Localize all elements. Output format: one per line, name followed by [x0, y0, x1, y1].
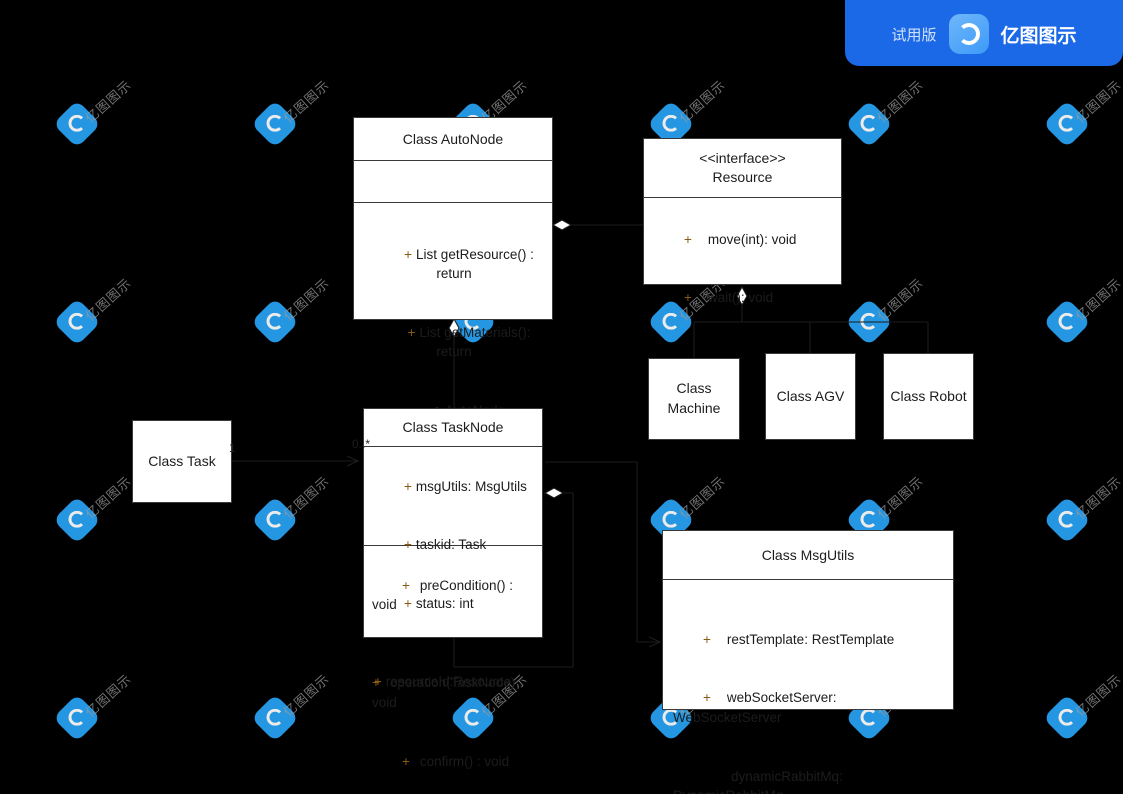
brand-name-label: 亿图图示: [1000, 24, 1077, 47]
class-operations-tasknode: +preCondition() : void +operation(TaskNo…: [364, 545, 542, 769]
operation-row: +wait(): void: [684, 290, 774, 306]
class-box-task[interactable]: Class Task: [132, 420, 232, 503]
attribute-row: dynamicRabbitMq: DynamicRabbitMq: [673, 768, 843, 794]
attribute-row: +status: int: [404, 595, 474, 611]
class-title-autonode: Class AutoNode: [402, 130, 504, 147]
connector-autonode-resource: [551, 219, 643, 231]
class-title-resource: <<interface>> Resource: [699, 150, 786, 185]
class-title-tasknode: Class TaskNode: [402, 419, 504, 436]
attribute-row: +msgUtils: MsgUtils: [404, 478, 527, 494]
connector-resource-subclasses: [693, 285, 929, 358]
class-box-tasknode[interactable]: Class TaskNode +msgUtils: MsgUtils +task…: [363, 408, 543, 769]
operation-row: +move(int): void: [684, 231, 797, 247]
operation-row: +List getMaterials(): return: [407, 324, 535, 360]
attribute-row: +resourceId:Resource: [374, 674, 512, 690]
trial-banner[interactable]: 试用版 亿图图示: [845, 0, 1123, 66]
connector-tasknode-msgutils: [545, 461, 662, 648]
connector-tasknode-self: [453, 487, 574, 668]
class-box-machine[interactable]: Class Machine: [648, 358, 740, 440]
trial-version-label: 试用版: [891, 25, 937, 44]
operation-row: +preCondition() : void: [372, 577, 517, 613]
edraw-logo-icon: [948, 14, 989, 54]
class-attributes-autonode: [354, 160, 552, 202]
class-operations-resource: +move(int): void +wait(): void: [644, 197, 841, 305]
attribute-row: +restTemplate: RestTemplate: [703, 631, 895, 647]
class-attributes-tasknode: +msgUtils: MsgUtils +taskid: Task +statu…: [364, 446, 542, 689]
operation-row: +confirm() : void: [402, 753, 510, 769]
class-box-robot[interactable]: Class Robot: [883, 353, 974, 440]
class-box-msgutils[interactable]: Class MsgUtils +restTemplate: RestTempla…: [662, 530, 954, 794]
class-box-agv[interactable]: Class AGV: [765, 353, 856, 440]
multiplicity-tasknode-target: 0..*: [352, 437, 371, 451]
class-box-autonode[interactable]: Class AutoNode +List getResource() : ret…: [353, 117, 553, 438]
class-attributes-msgutils: +restTemplate: RestTemplate +webSocketSe…: [663, 579, 953, 794]
multiplicity-task-source: 1: [229, 441, 236, 455]
class-operations-autonode: +List getResource() : return +List getMa…: [354, 202, 552, 438]
operation-row: +List getResource() : return: [404, 246, 538, 282]
operation-row: +operation(TaskNode) : void: [372, 675, 527, 710]
class-box-resource[interactable]: <<interface>> Resource +move(int): void …: [643, 138, 842, 305]
class-title-msgutils: Class MsgUtils: [761, 546, 855, 563]
attribute-row: +webSocketServer: WebSocketServer: [673, 690, 841, 725]
stereotype-label: <<interface>>: [699, 150, 786, 167]
